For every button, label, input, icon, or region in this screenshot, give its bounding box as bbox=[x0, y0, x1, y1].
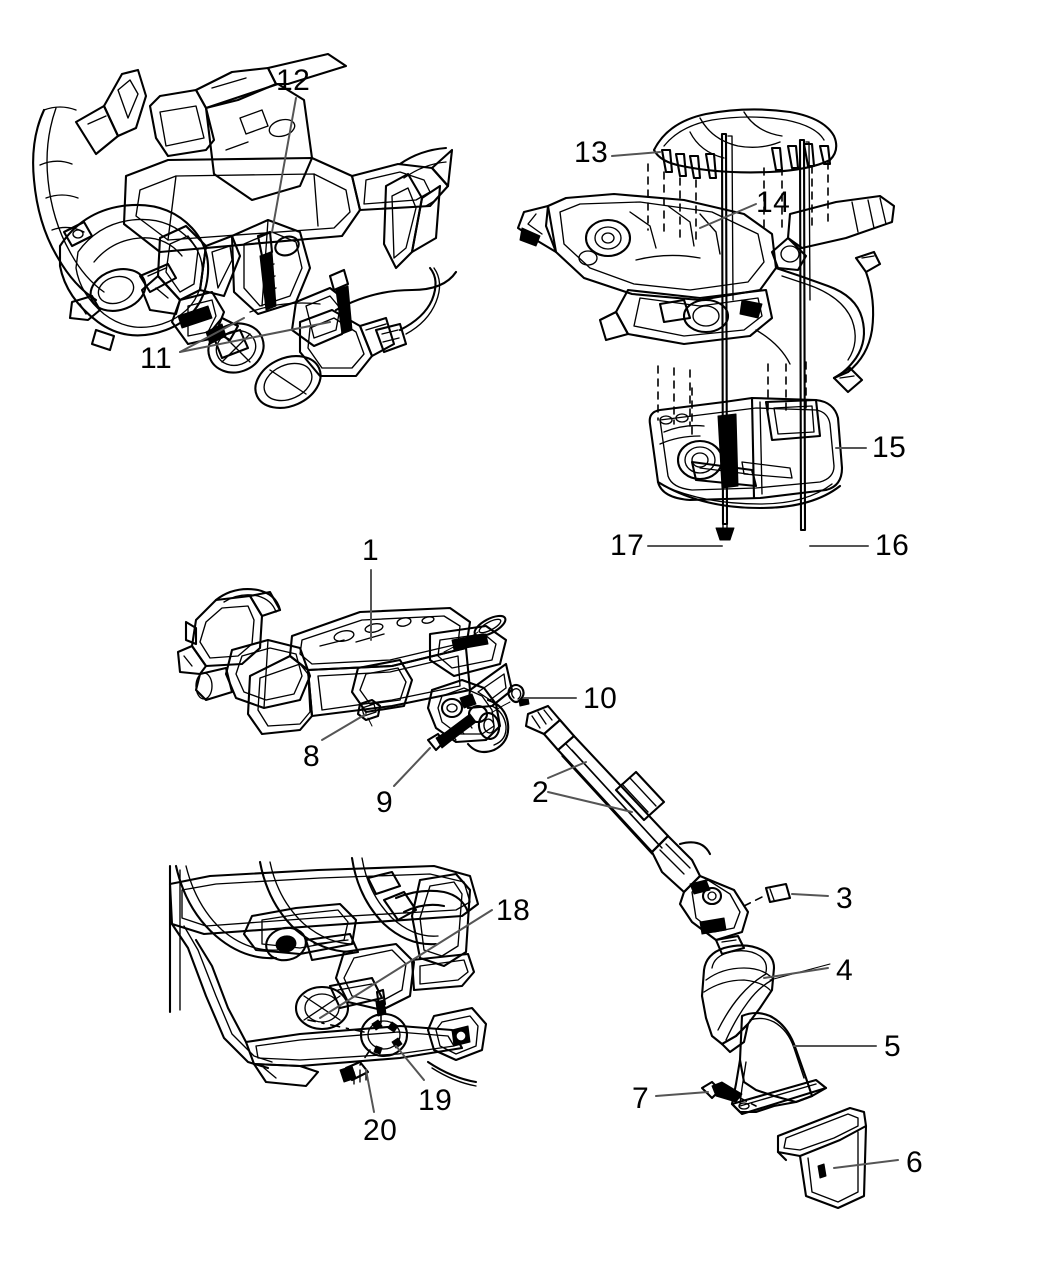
leader-2a bbox=[547, 761, 587, 779]
group-lower-right-assembly bbox=[700, 944, 868, 1210]
callout-number-14: 14 bbox=[756, 186, 791, 219]
callout-number-6: 6 bbox=[906, 1146, 924, 1179]
leader-9 bbox=[393, 747, 431, 787]
leader-2b bbox=[547, 791, 633, 813]
callout-number-7: 7 bbox=[632, 1082, 650, 1115]
callout-number-15: 15 bbox=[872, 431, 907, 464]
callout-number-13: 13 bbox=[574, 136, 609, 169]
leader-11-b bbox=[179, 321, 331, 353]
leader-8 bbox=[321, 713, 367, 741]
group-upper-left-assembly bbox=[32, 52, 458, 409]
leader-19 bbox=[395, 1045, 425, 1081]
leader-7 bbox=[655, 1091, 709, 1097]
callout-number-5: 5 bbox=[884, 1030, 902, 1063]
leader-14 bbox=[699, 203, 757, 229]
callout-number-10: 10 bbox=[583, 682, 618, 715]
intermediate-shaft bbox=[524, 704, 750, 956]
callout-number-12: 12 bbox=[276, 64, 311, 97]
leader-4 bbox=[763, 967, 829, 979]
leader-3 bbox=[791, 893, 829, 897]
callout-number-4: 4 bbox=[836, 954, 854, 987]
callout-number-20: 20 bbox=[363, 1114, 398, 1147]
callout-number-8: 8 bbox=[303, 740, 321, 773]
callout-number-1: 1 bbox=[362, 534, 380, 567]
group-upper-right-assembly bbox=[516, 108, 896, 541]
leader-18 bbox=[319, 909, 493, 1019]
callout-number-3: 3 bbox=[836, 882, 854, 915]
callout-number-16: 16 bbox=[875, 529, 910, 562]
leader-6 bbox=[833, 1159, 899, 1169]
leader-20 bbox=[365, 1069, 375, 1113]
leader-11-a bbox=[179, 317, 245, 353]
leader-12 bbox=[271, 97, 297, 233]
callout-number-2: 2 bbox=[532, 776, 550, 809]
callout-number-9: 9 bbox=[376, 786, 394, 819]
callout-number-18: 18 bbox=[496, 894, 531, 927]
callout-number-11: 11 bbox=[140, 342, 173, 375]
leader-lines bbox=[179, 97, 899, 1169]
leader-13 bbox=[611, 151, 661, 157]
group-lower-left-assembly bbox=[168, 856, 488, 1088]
group-center-column-assembly bbox=[176, 588, 792, 956]
callout-number-17: 17 bbox=[610, 529, 645, 562]
callout-number-19: 19 bbox=[418, 1084, 453, 1117]
